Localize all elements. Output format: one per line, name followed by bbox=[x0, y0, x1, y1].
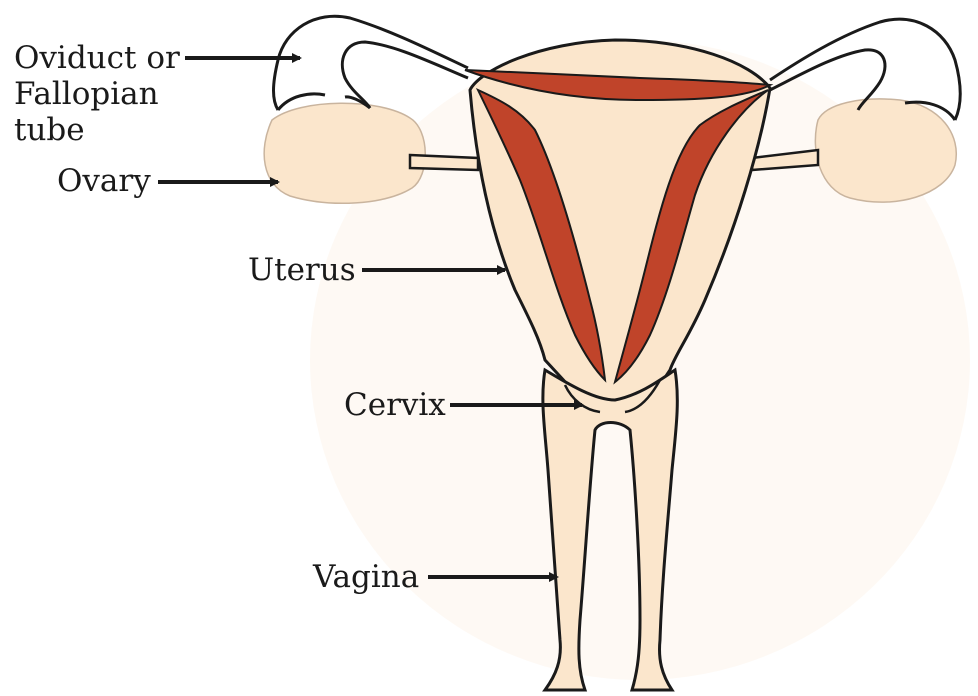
right-ovary bbox=[814, 98, 957, 203]
vagina bbox=[541, 367, 679, 692]
label-oviduct-line2: Fallopian bbox=[14, 76, 159, 112]
label-oviduct-line3: tube bbox=[14, 112, 85, 148]
label-oviduct-line1: Oviduct or bbox=[14, 40, 180, 76]
label-vagina: Vagina bbox=[313, 559, 420, 595]
left-ovary bbox=[263, 102, 426, 205]
label-cervix: Cervix bbox=[344, 387, 446, 423]
label-ovary: Ovary bbox=[57, 163, 151, 199]
pointer-arrows bbox=[158, 53, 584, 582]
right-oviduct bbox=[769, 17, 962, 121]
left-ligament bbox=[408, 153, 480, 172]
uterine-lining bbox=[464, 69, 774, 385]
label-uterus: Uterus bbox=[248, 252, 356, 288]
left-oviduct bbox=[272, 14, 469, 111]
